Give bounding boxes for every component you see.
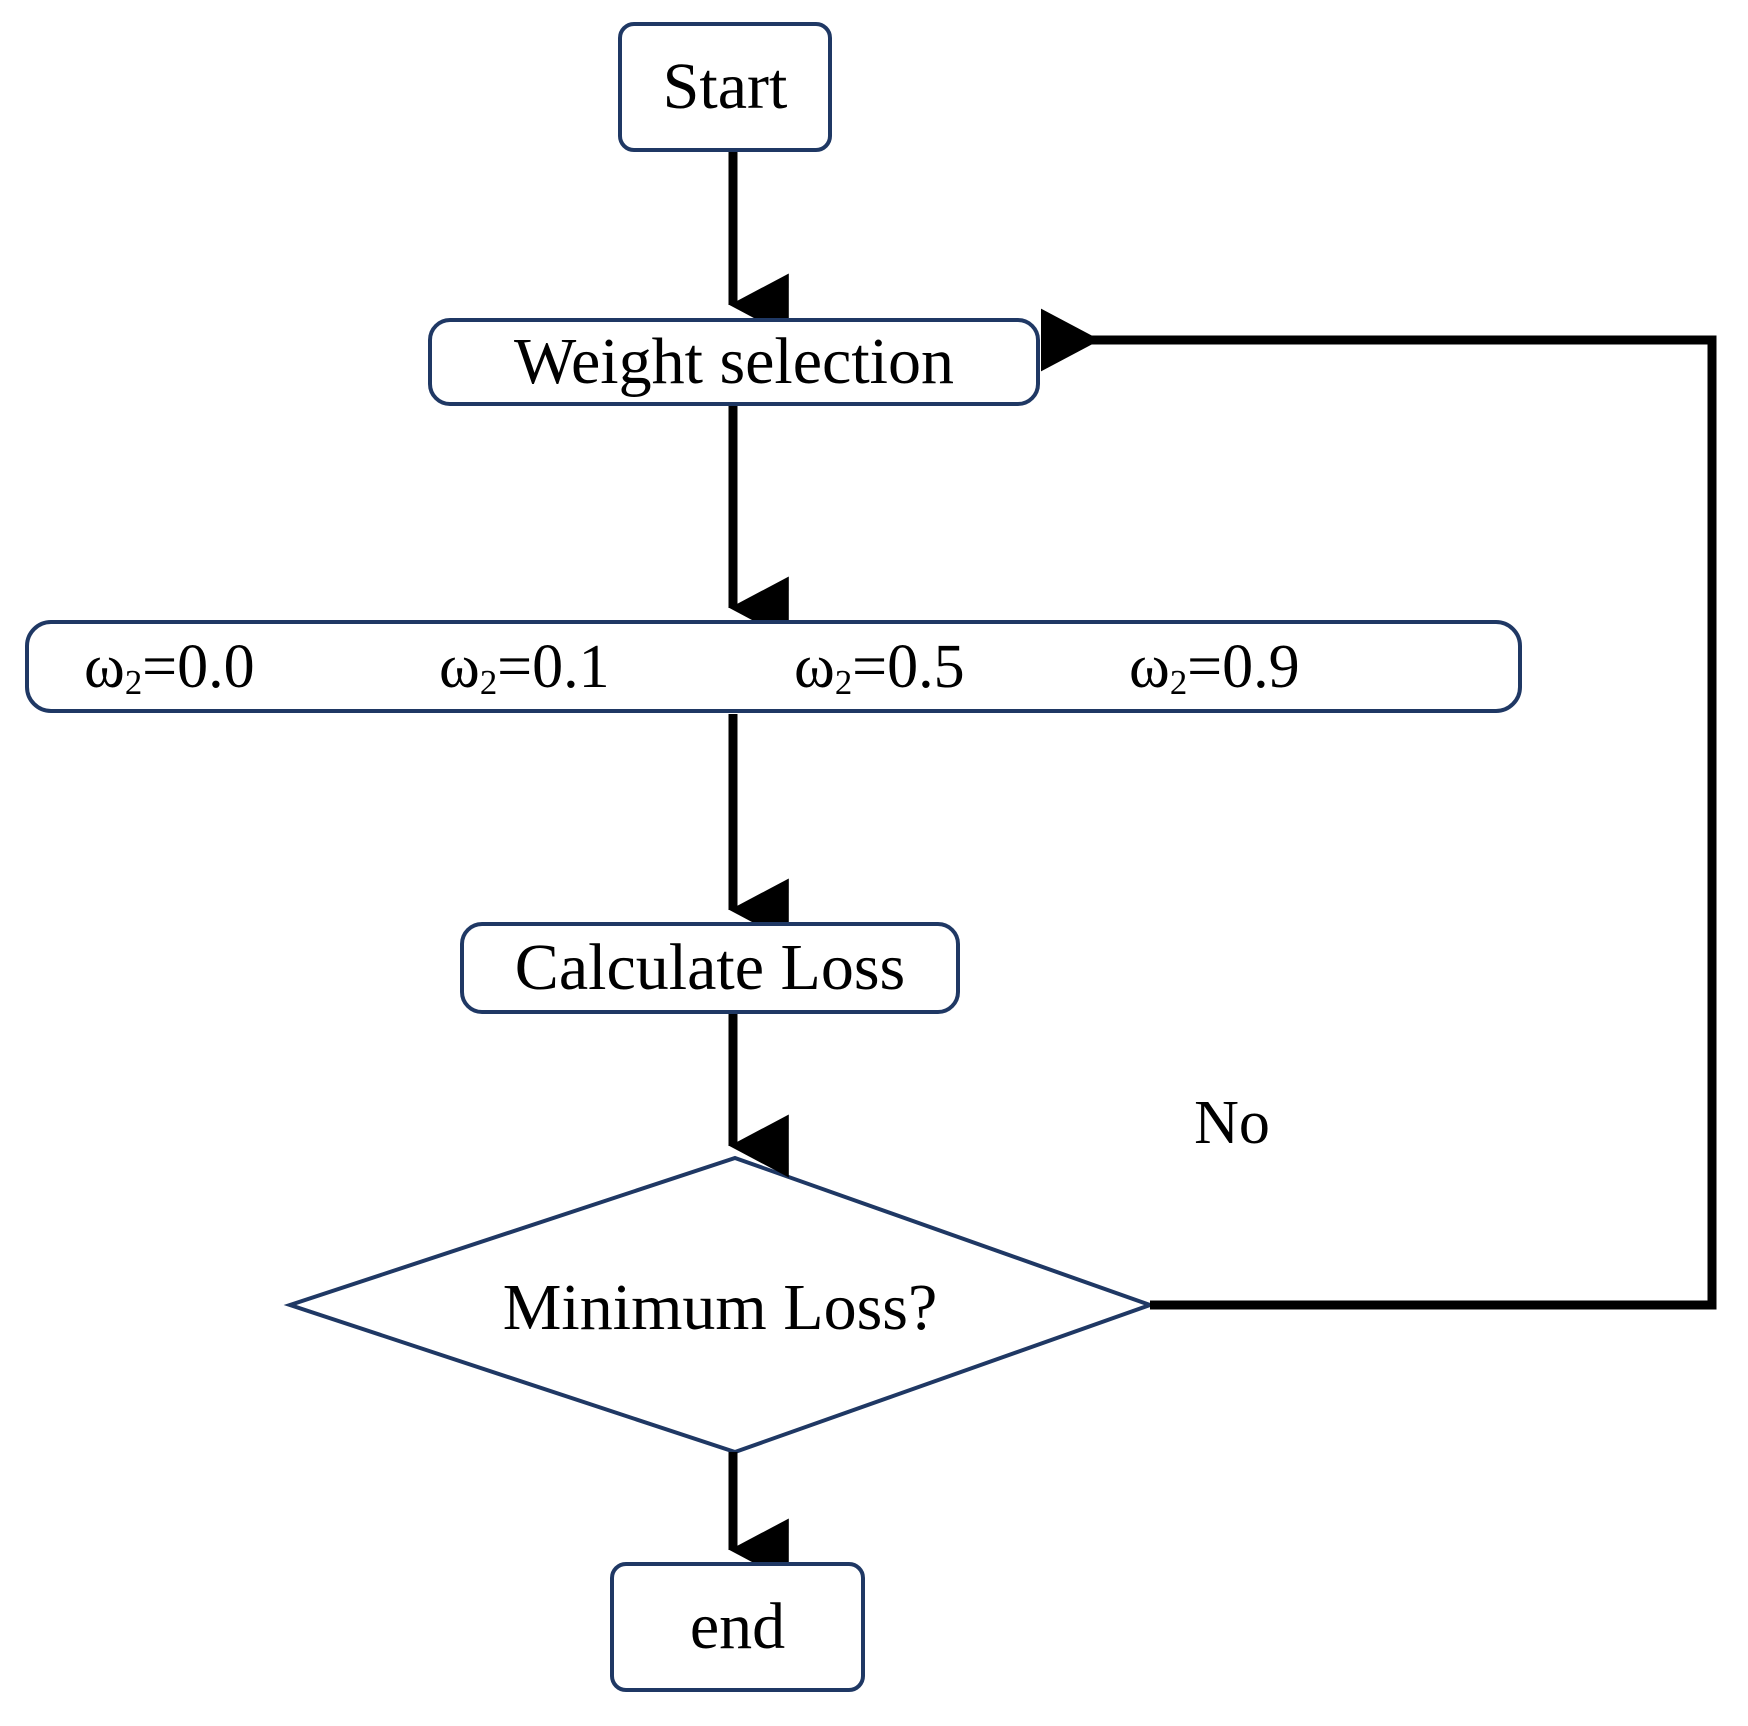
omega-option-1-operator: = xyxy=(497,632,533,701)
omega-option-1-symbol: ω xyxy=(439,632,480,701)
omega-option-0-symbol: ω xyxy=(84,632,125,701)
node-weight-selection-label: Weight selection xyxy=(513,325,955,398)
omega-option-3-subscript: 2 xyxy=(1169,663,1188,703)
omega-option-3-operator: = xyxy=(1187,632,1223,701)
omega-option-1-subscript: 2 xyxy=(479,663,498,703)
node-end[interactable]: end xyxy=(610,1562,865,1692)
omega-option-2-value: 0.5 xyxy=(887,632,965,701)
omega-option-2-symbol: ω xyxy=(794,632,835,701)
omega-option-0: ω2=0.0 xyxy=(84,632,255,701)
omega-option-1-value: 0.1 xyxy=(532,632,610,701)
node-decision-label: Minimum Loss? xyxy=(502,1271,938,1344)
omega-option-0-subscript: 2 xyxy=(124,663,143,703)
omega-option-1: ω2=0.1 xyxy=(439,632,610,701)
omega-option-3-symbol: ω xyxy=(1129,632,1170,701)
omega-option-3: ω2=0.9 xyxy=(1129,632,1300,701)
node-calculate-loss-label: Calculate Loss xyxy=(514,931,906,1004)
edge-label-no: No xyxy=(1194,1089,1270,1157)
omega-option-2-operator: = xyxy=(852,632,888,701)
node-omega-options[interactable]: ω2=0.0 ω2=0.1 ω2=0.5 ω2=0.9 xyxy=(25,620,1522,713)
omega-option-3-value: 0.9 xyxy=(1222,632,1300,701)
node-start[interactable]: Start xyxy=(618,22,832,152)
omega-option-2: ω2=0.5 xyxy=(794,632,965,701)
connector-decision-no-feedback xyxy=(1052,335,1717,1310)
node-start-label: Start xyxy=(662,50,788,123)
omega-option-2-subscript: 2 xyxy=(834,663,853,703)
node-end-label: end xyxy=(689,1590,786,1663)
omega-option-0-operator: = xyxy=(142,632,178,701)
node-weight-selection[interactable]: Weight selection xyxy=(428,318,1040,406)
node-calculate-loss[interactable]: Calculate Loss xyxy=(460,922,960,1014)
omega-option-0-value: 0.0 xyxy=(177,632,255,701)
